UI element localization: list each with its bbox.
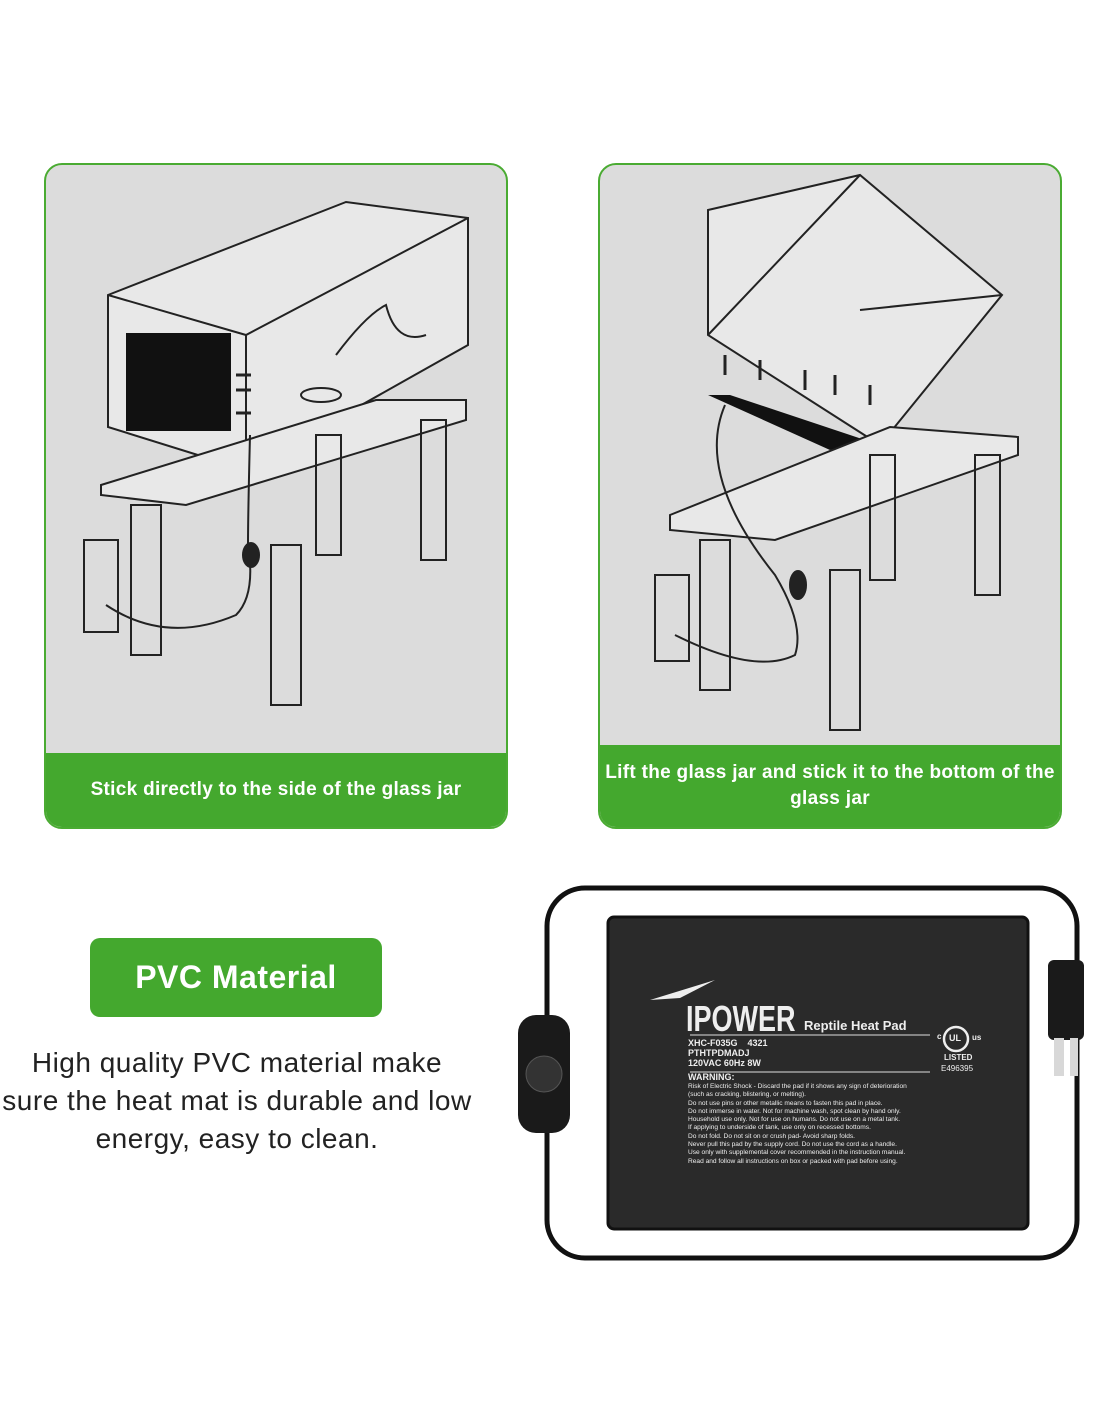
model-code: 4321 (747, 1038, 768, 1048)
warning-line: Read and follow all instructions on box … (688, 1157, 898, 1165)
warning-line: Do not use pins or other metallic means … (688, 1099, 883, 1107)
warning-line: Do not fold. Do not sit on or crush pad-… (688, 1132, 856, 1140)
model-info: XHC-F035G 4321 PTHTPDMADJ 120VAC 60Hz 8W (688, 1038, 768, 1068)
heat-pad-product: IPOWER Reptile Heat Pad XHC-F035G 4321 P… (500, 880, 1100, 1270)
model-number: XHC-F035G (688, 1038, 738, 1048)
warning-title: WARNING: (688, 1072, 735, 1082)
warning-line: If applying to underside of tank, use on… (688, 1124, 871, 1132)
ul-logo: UL (949, 1033, 961, 1043)
power-plug (1048, 960, 1084, 1040)
cert-c: c (937, 1032, 942, 1041)
side-mount-illustration (83, 200, 469, 706)
warning-line: (such as cracking, blistering, or meltin… (688, 1091, 806, 1099)
sku: PTHTPDMADJ (688, 1048, 750, 1058)
cert-number: E496395 (941, 1064, 974, 1073)
cert-us: us (972, 1033, 982, 1042)
panel-side-mount: Stick directly to the side of the glass … (44, 163, 508, 829)
panel-caption: Lift the glass jar and stick it to the b… (600, 745, 1060, 827)
feature-title-badge: PVC Material (90, 938, 382, 1017)
bottom-mount-illustration (654, 173, 1019, 731)
warning-line: Risk of Electric Shock - Discard the pad… (688, 1083, 907, 1090)
panel-bottom-mount: Lift the glass jar and stick it to the b… (598, 163, 1062, 829)
warning-line: Do not immerse in water. Not for machine… (688, 1107, 901, 1115)
panel-caption: Stick directly to the side of the glass … (46, 753, 506, 827)
brand-logo: IPOWER (686, 998, 796, 1039)
heat-pad-cord (518, 885, 1084, 1261)
warning-line: Household use only. Not for use on human… (688, 1116, 901, 1124)
power-rating: 120VAC 60Hz 8W (688, 1058, 761, 1068)
warning-list: Risk of Electric Shock - Discard the pad… (688, 1083, 907, 1166)
warning-line: Use only with supplemental cover recomme… (688, 1149, 906, 1157)
listed-label: LISTED (944, 1053, 973, 1062)
warning-line: Never pull this pad by the supply cord. … (688, 1141, 897, 1149)
feature-description: High quality PVC material make sure the … (2, 1047, 472, 1154)
product-name: Reptile Heat Pad (804, 1018, 907, 1033)
